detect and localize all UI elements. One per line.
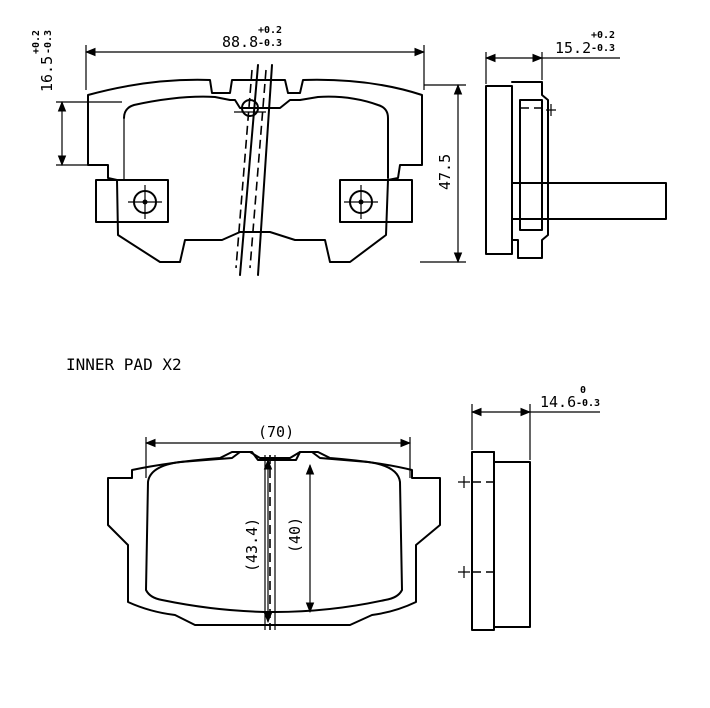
- outer-width-tol-upper: +0.2: [258, 25, 282, 36]
- left-mount-ear: [95, 179, 169, 223]
- inner-height-dimension-b: (40): [286, 463, 315, 614]
- inner-width-dimension: (70): [144, 423, 412, 478]
- inner-height-dimension-a: (43.4): [243, 458, 273, 624]
- outer-thickness-tol-lower: -0.3: [591, 43, 615, 54]
- outer-edge-tol-upper: +0.2: [31, 30, 42, 54]
- inner-pad-side-view: 14.6 0 -0.3: [458, 385, 600, 631]
- outer-width-tol-lower: -0.3: [258, 38, 282, 49]
- inner-height-a-value: (43.4): [243, 518, 261, 572]
- outer-pad-side-view: 15.2 +0.2 -0.3: [484, 30, 667, 259]
- right-mount-ear: [339, 179, 413, 223]
- inner-width-value: (70): [258, 423, 294, 441]
- outer-side-shim: [511, 182, 667, 220]
- outer-width-value: 88.8: [222, 33, 258, 51]
- inner-friction-material: [145, 451, 403, 613]
- inner-thickness-value: 14.6: [540, 393, 576, 411]
- outer-backing-plate: [87, 78, 423, 263]
- outer-edge-tol-lower: -0.3: [43, 30, 54, 54]
- outer-height-value: 47.5: [436, 154, 454, 190]
- inner-side-friction: [493, 461, 531, 628]
- outer-width-dimension: 88.8 +0.2 -0.3: [84, 25, 426, 90]
- outer-pad-front-view: [87, 64, 423, 276]
- inner-thickness-tol-lower: -0.3: [576, 398, 600, 409]
- outer-height-dimension: 47.5: [420, 83, 466, 264]
- inner-pad-caption: INNER PAD X2: [66, 355, 182, 374]
- inner-thickness-tol-upper: 0: [580, 385, 586, 396]
- inner-height-b-value: (40): [286, 517, 304, 553]
- inner-pad-front-view: [107, 451, 441, 630]
- outer-thickness-tol-upper: +0.2: [591, 30, 615, 41]
- outer-friction-material: [123, 95, 389, 179]
- outer-edge-value: 16.5: [38, 56, 56, 92]
- outer-edge-dimension: 16.5 +0.2 -0.3: [31, 30, 122, 167]
- outer-thickness-value: 15.2: [555, 39, 591, 57]
